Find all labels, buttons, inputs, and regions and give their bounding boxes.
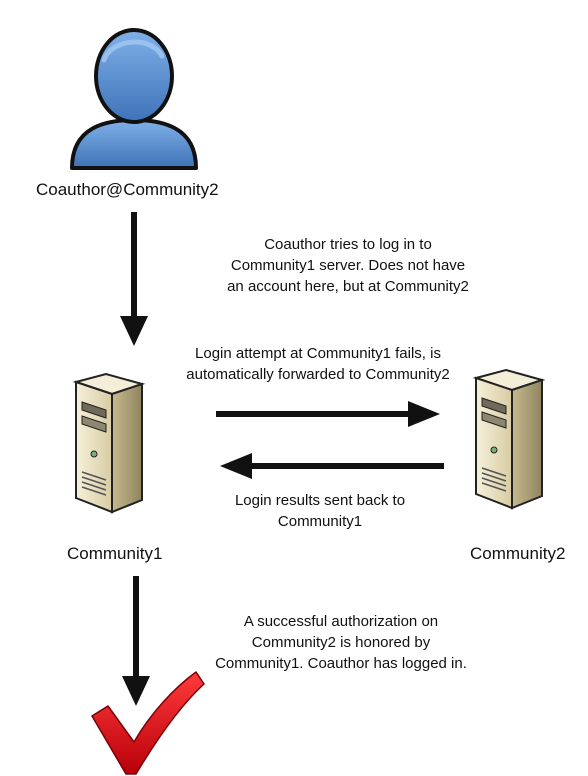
checkmark-icon xyxy=(91,671,205,775)
arrow-back-to-community1 xyxy=(220,453,444,479)
caption-results-back: Login results sent back to Community1 xyxy=(234,492,406,530)
user-label: Coauthor@Community2 xyxy=(36,180,219,199)
caption-login-attempt: Coauthor tries to log in to Community1 s… xyxy=(227,236,469,295)
arrow-to-result xyxy=(122,576,150,706)
community2-label: Community2 xyxy=(470,544,566,563)
caption-success: A successful authorization on Community2… xyxy=(215,613,467,672)
community1-label: Community1 xyxy=(67,544,163,563)
server-icon xyxy=(475,369,543,509)
user-icon xyxy=(70,28,198,170)
arrow-forward-to-community2 xyxy=(216,401,440,427)
arrow-user-to-community1 xyxy=(120,212,148,346)
server-icon xyxy=(75,373,143,513)
caption-forward: Login attempt at Community1 fails, is au… xyxy=(186,345,450,383)
